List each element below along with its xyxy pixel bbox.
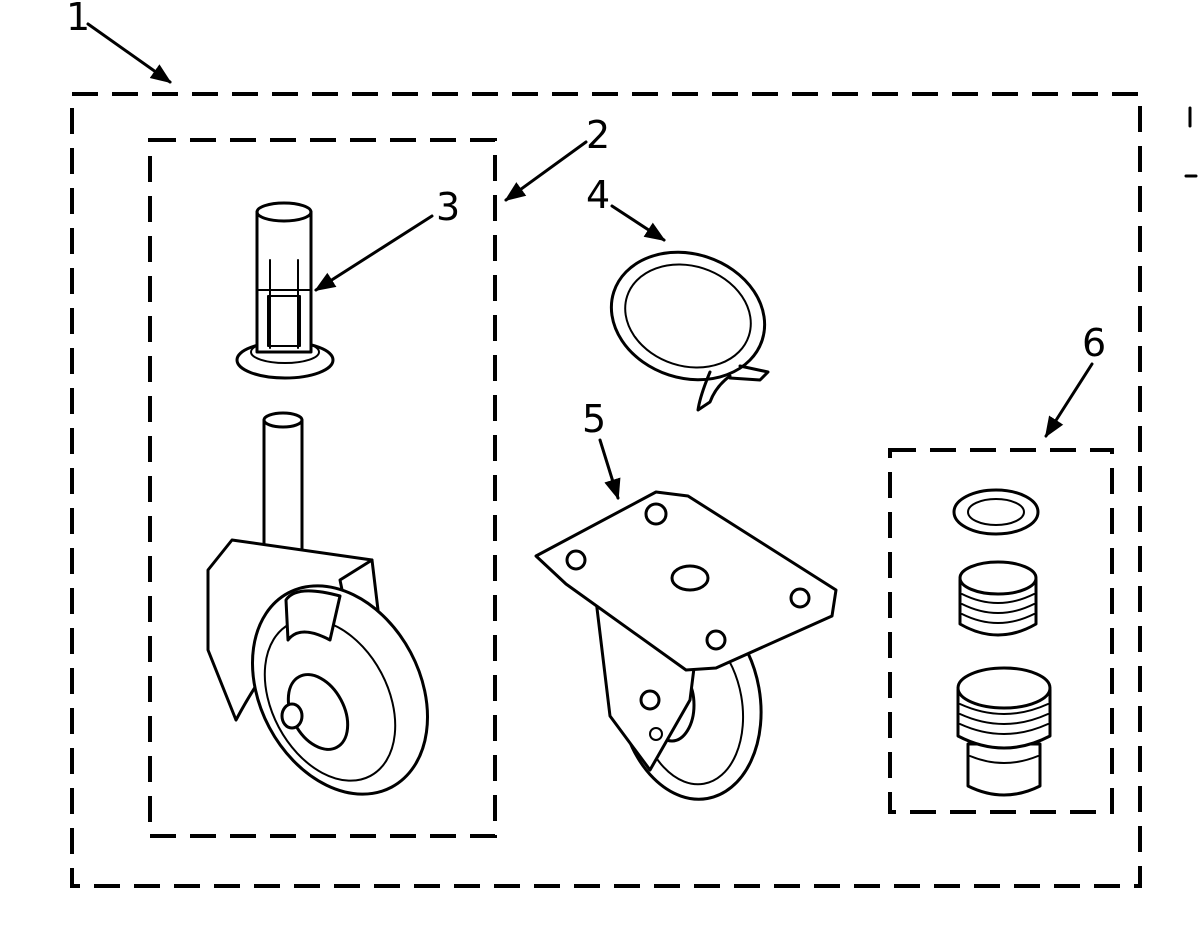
swivel-caster — [206, 411, 430, 796]
leader-2 — [504, 140, 588, 202]
leader-4 — [610, 204, 666, 242]
fittings-set — [952, 488, 1052, 797]
leader-1 — [86, 22, 172, 84]
fittings-boundary — [888, 448, 1114, 814]
spring-ring — [609, 250, 770, 412]
callout-3: 3 — [436, 185, 460, 229]
callout-6: 6 — [1082, 321, 1106, 365]
callout-1: 1 — [66, 0, 90, 39]
leader-5 — [598, 438, 621, 501]
kit-boundary — [70, 92, 1142, 888]
callout-2: 2 — [586, 113, 610, 157]
rigid-caster — [534, 490, 838, 801]
socket-part — [235, 201, 335, 380]
leader-6 — [1044, 362, 1094, 438]
leader-3 — [314, 214, 434, 292]
callout-4: 4 — [586, 173, 610, 217]
callout-5: 5 — [582, 397, 606, 441]
caster-assembly-boundary — [148, 138, 497, 838]
